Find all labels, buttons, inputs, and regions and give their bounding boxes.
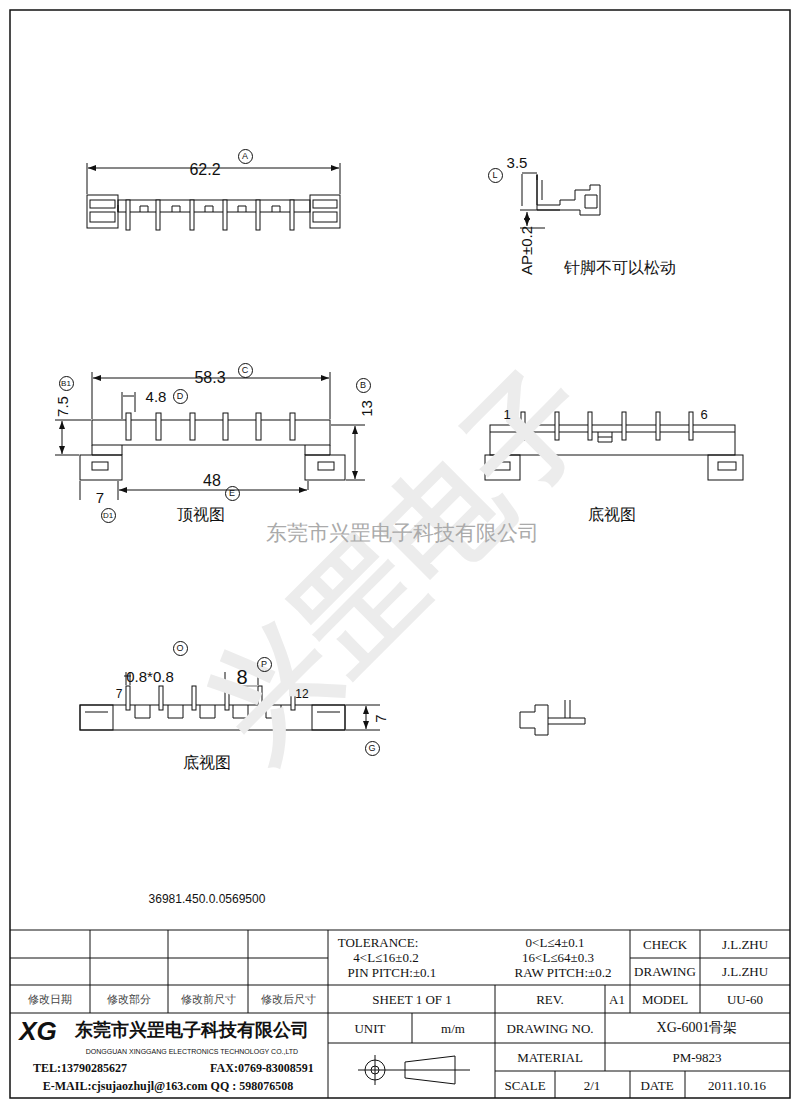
title-block-grid bbox=[10, 930, 790, 1098]
table-cell: J.L.ZHU bbox=[722, 965, 768, 978]
contact: TEL:13790285627 bbox=[33, 1062, 127, 1074]
pin-number: 7 bbox=[116, 688, 123, 700]
callout-letter: A bbox=[238, 149, 253, 164]
callout-letter: L bbox=[488, 168, 503, 183]
tolerance-text: 0<L≤4±0.1 bbox=[526, 936, 585, 949]
contact: E-MAIL:cjsujaozhujl@163.com QQ : 5980765… bbox=[43, 1080, 293, 1092]
dimension: 7 bbox=[96, 490, 104, 505]
tolerance-text: PIN PITCH:±0.1 bbox=[348, 966, 437, 979]
dimension: 58.3 bbox=[194, 370, 225, 386]
table-cell: 修改日期 bbox=[28, 994, 72, 1005]
company-logo: XG bbox=[19, 1018, 57, 1044]
table-cell: DATE bbox=[640, 1079, 673, 1092]
company-name-en: DONGGUAN XINGGANG ELECTRONICS TECHNOLOGY… bbox=[86, 1048, 298, 1055]
dimension: 62.2 bbox=[189, 162, 220, 178]
table-cell: J.L.ZHU bbox=[722, 938, 768, 951]
note: 针脚不可以松动 bbox=[564, 260, 676, 276]
callout-letter: D1 bbox=[101, 508, 116, 523]
side-view bbox=[520, 173, 600, 228]
callout-letter: B1 bbox=[59, 376, 74, 391]
callout-letter: B bbox=[356, 378, 371, 393]
table-cell: 2011.10.16 bbox=[708, 1079, 766, 1092]
callout-letter: G bbox=[365, 741, 380, 756]
tolerance-text: 16<L≤64±0.3 bbox=[522, 951, 594, 964]
view-title: 底视图 bbox=[588, 507, 636, 523]
company-name: 东莞市兴罡电子科技有限公司 bbox=[75, 1021, 309, 1039]
view-title: 底视图 bbox=[183, 755, 231, 771]
dimension: 3.5 bbox=[507, 155, 528, 170]
table-cell: m/m bbox=[441, 1022, 465, 1035]
dimension: 7 bbox=[373, 714, 388, 722]
dimension: 4.8 bbox=[146, 389, 167, 404]
pin-number: 6 bbox=[700, 408, 707, 421]
table-cell: XG-6001骨架 bbox=[657, 1021, 738, 1035]
dimension: AP±0.2 bbox=[519, 225, 534, 274]
dimension: 0.8*0.8 bbox=[126, 669, 174, 684]
callout-letter: E bbox=[225, 486, 240, 501]
table-cell: DRAWING NO. bbox=[506, 1022, 593, 1035]
view-title: 顶视图 bbox=[177, 507, 225, 523]
contact: FAX:0769-83008591 bbox=[210, 1062, 314, 1074]
table-cell: 修改部分 bbox=[107, 994, 151, 1005]
table-cell: A1 bbox=[609, 993, 625, 1006]
top-front-view bbox=[87, 163, 340, 230]
part-code: 36981.450.0.0569500 bbox=[149, 893, 266, 905]
table-cell: REV. bbox=[536, 993, 564, 1006]
pin-number: 12 bbox=[295, 688, 308, 700]
dimension: 13 bbox=[359, 400, 374, 417]
table-cell: UNIT bbox=[354, 1022, 385, 1035]
callout-letter: P bbox=[257, 657, 272, 672]
dimension: 48 bbox=[203, 473, 221, 489]
table-cell: SCALE bbox=[504, 1079, 545, 1092]
watermark: 东莞市兴罡电子科技有限公司 bbox=[266, 522, 539, 543]
table-cell: MODEL bbox=[642, 993, 688, 1006]
callout-letter: C bbox=[238, 363, 253, 378]
table-cell: MATERIAL bbox=[517, 1051, 583, 1064]
tolerance-text: 4<L≤16±0.2 bbox=[353, 951, 418, 964]
table-cell: 修改前尺寸 bbox=[181, 994, 236, 1005]
dimension: 7.5 bbox=[54, 396, 69, 417]
table-cell: PM-9823 bbox=[672, 1051, 721, 1064]
callout-letter: D bbox=[173, 389, 188, 404]
pin-number: 1 bbox=[503, 408, 510, 421]
dimension: 8 bbox=[236, 667, 247, 687]
table-cell: DRAWING bbox=[634, 965, 696, 978]
tolerance-text: RAW PITCH:±0.2 bbox=[515, 966, 612, 979]
table-cell: 修改后尺寸 bbox=[261, 994, 316, 1005]
tolerance-text: TOLERANCE: bbox=[338, 936, 419, 949]
table-cell: UU-60 bbox=[727, 993, 763, 1006]
callout-letter: O bbox=[173, 641, 188, 656]
table-cell: SHEET 1 OF 1 bbox=[372, 993, 452, 1006]
top-view bbox=[55, 372, 365, 500]
small-side-view bbox=[520, 700, 585, 735]
table-cell: 2/1 bbox=[584, 1079, 601, 1092]
table-cell: CHECK bbox=[643, 938, 687, 951]
